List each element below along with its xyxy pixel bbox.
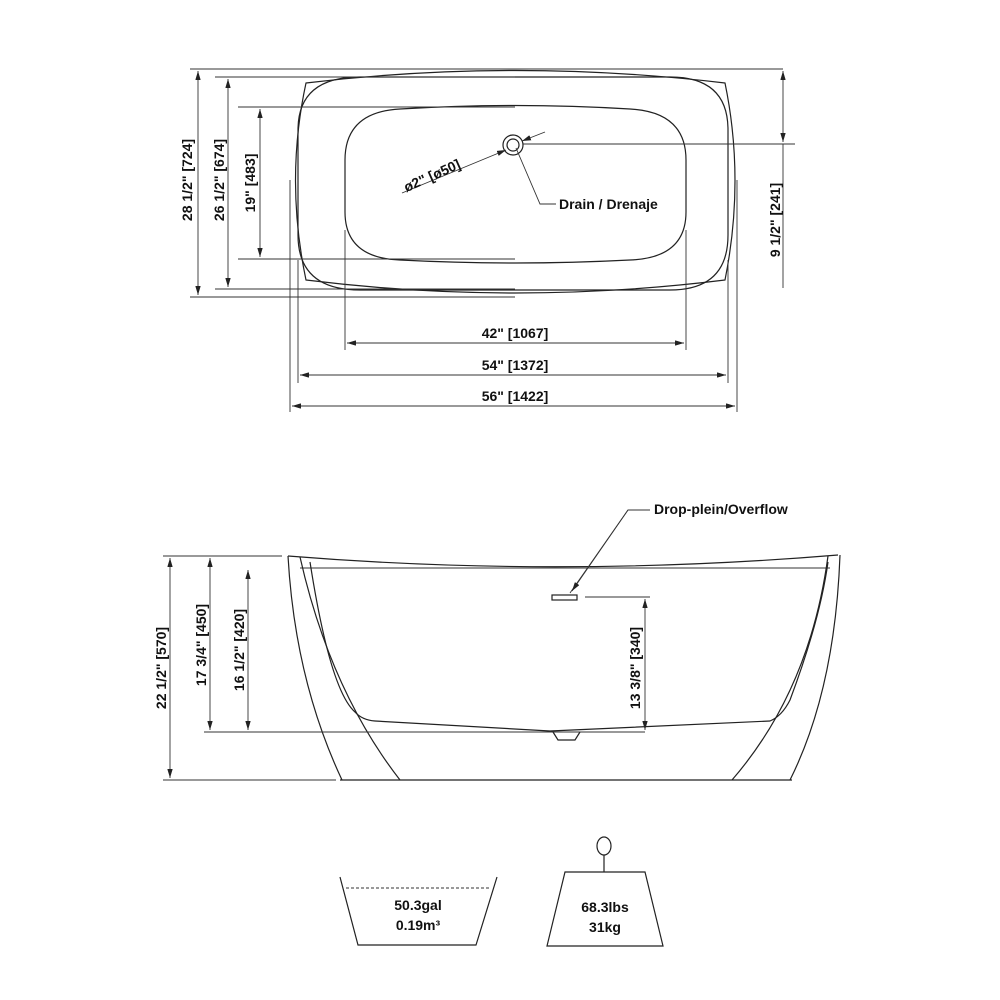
width-rim-label: 54" [1372] — [482, 357, 549, 373]
water-depth-label: 16 1/2" [420] — [231, 609, 247, 691]
tub-left-outer-wall — [287, 555, 343, 781]
tub-left-inner-wall — [299, 556, 401, 781]
tub-basin-outline — [344, 104, 687, 264]
weight-icon — [546, 871, 664, 947]
overflow-leader — [569, 509, 650, 594]
overflow-arrow — [571, 509, 629, 592]
volume-gal: 50.3gal — [394, 897, 441, 913]
weight-lbs: 68.3lbs — [581, 899, 629, 915]
width-outer-label: 56" [1422] — [482, 388, 549, 404]
drain-inner — [506, 138, 520, 152]
volume-m3: 0.19m³ — [396, 917, 441, 933]
drain-icon — [502, 134, 524, 156]
tub-outer-outline — [294, 69, 736, 294]
depth-outer-label: 28 1/2" [724] — [179, 139, 195, 221]
overflow-icon — [551, 594, 578, 601]
overflow-height-label: 13 3/8" [340] — [627, 627, 643, 709]
weight-kg: 31kg — [589, 919, 621, 935]
height-total-label: 22 1/2" [570] — [153, 627, 169, 709]
tub-rim-top — [287, 554, 839, 568]
drain-dim-line — [401, 149, 507, 194]
drain-leader — [515, 147, 556, 205]
tub-basin-profile — [309, 561, 829, 732]
depth-basin-label: 19" [483] — [242, 154, 258, 213]
drain-offset-label: 9 1/2" [241] — [767, 183, 783, 257]
overflow-label: Drop-plein/Overflow — [654, 501, 788, 517]
height-interior-label: 17 3/4" [450] — [193, 604, 209, 686]
weight-spec: 68.3lbs 31kg — [546, 836, 664, 947]
drain-dim-line-2 — [521, 131, 546, 142]
top-view: ø2" [ø50] Drain / Drenaje 28 1/2" [724] … — [179, 68, 795, 412]
tub-right-outer-wall — [789, 554, 841, 781]
side-view: Drop-plein/Overflow 22 1/2" [570] 17 3/4… — [153, 501, 841, 781]
width-basin-label: 42" [1067] — [482, 325, 549, 341]
drain-label: Drain / Drenaje — [559, 196, 658, 212]
weight-ring-icon — [596, 836, 612, 856]
tub-rim-outline — [297, 76, 729, 291]
volume-icon — [339, 876, 498, 946]
tub-right-inner-wall — [731, 555, 829, 781]
drain-diameter-label: ø2" [ø50] — [401, 156, 463, 195]
volume-spec: 50.3gal 0.19m³ — [339, 876, 498, 946]
depth-rim-label: 26 1/2" [674] — [211, 139, 227, 221]
drain-bump — [552, 731, 581, 741]
